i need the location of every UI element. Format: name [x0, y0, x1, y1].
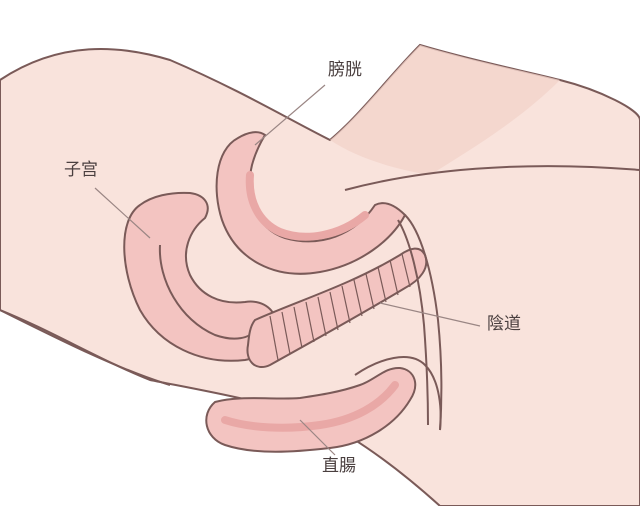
- rectum-leader-line: [299, 419, 336, 456]
- rectum-shape: [205, 366, 417, 453]
- rectum-inner: [221, 381, 399, 432]
- bladder-shape: [215, 131, 407, 275]
- uterus-inner: [158, 244, 256, 340]
- vagina-ridges: [269, 253, 411, 361]
- bladder-leader-line: [254, 84, 326, 146]
- vagina-shape: [246, 247, 428, 368]
- bladder-inner: [245, 171, 369, 241]
- uterus-leader-line: [94, 187, 151, 239]
- vagina-label: 陰道: [487, 314, 521, 334]
- rectum-label: 直腸: [322, 456, 356, 476]
- rectum-outer-contour: [354, 356, 442, 431]
- uterus-shape: [123, 191, 278, 362]
- pelvis-shadow: [330, 45, 560, 175]
- vaginal-canal-inner: [397, 219, 429, 426]
- vagina-leader-line: [379, 302, 481, 327]
- uterus-label: 子宫: [64, 160, 98, 180]
- bladder-label: 膀胱: [328, 60, 362, 80]
- thigh-contour: [344, 165, 640, 191]
- vaginal-canal: [404, 214, 443, 431]
- lower-contour: [0, 309, 171, 386]
